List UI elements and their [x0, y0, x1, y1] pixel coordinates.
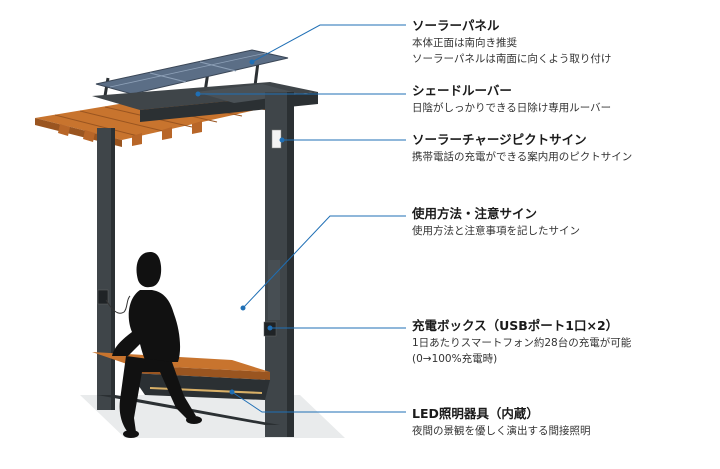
callout-title: ソーラーパネル: [412, 18, 500, 33]
bench-frame: [92, 82, 318, 437]
callout-title: シェードルーバー: [412, 83, 512, 98]
callout-title: 使用方法・注意サイン: [412, 206, 538, 221]
callout-solar-charge-pictogram: ソーラーチャージピクトサイン 携帯電話の充電ができる案内用のピクトサイン: [412, 131, 712, 165]
callout-usage-caution-sign: 使用方法・注意サイン 使用方法と注意事項を記したサイン: [412, 205, 712, 239]
phone-cable: [105, 295, 131, 314]
callout-desc: ソーラーパネルは南面に向くよう取り付け: [412, 53, 612, 65]
callout-desc: 本体正面は南向き推奨: [412, 37, 517, 49]
solar-panel: [95, 49, 289, 97]
usage-caution-sign: [268, 260, 280, 320]
callout-title: ソーラーチャージピクトサイン: [412, 132, 587, 147]
callout-desc: (0→100%充電時): [412, 353, 498, 365]
solar-charge-pictogram: [271, 129, 282, 149]
callout-title: 充電ボックス（USBポート1口×2）: [412, 318, 619, 333]
charging-box-left: [97, 289, 109, 305]
callout-desc: 使用方法と注意事項を記したサイン: [412, 225, 580, 237]
callout-led-lighting: LED照明器具（内蔵） 夜間の景観を優しく演出する間接照明: [412, 405, 712, 439]
callout-shade-louver: シェードルーバー 日陰がしっかりできる日除け専用ルーバー: [412, 82, 712, 116]
callout-desc: 携帯電話の充電ができる案内用のピクトサイン: [412, 151, 633, 163]
callout-desc: 1日あたりスマートフォン約28台の充電が可能: [412, 337, 632, 349]
leader-lines: [195, 24, 406, 413]
callout-solar-panel: ソーラーパネル 本体正面は南向き推奨 ソーラーパネルは南面に向くよう取り付け: [412, 17, 712, 67]
person-silhouette: [112, 252, 202, 438]
callout-title: LED照明器具（内蔵）: [412, 406, 539, 421]
ground-shadow: [80, 395, 345, 438]
callout-charging-box: 充電ボックス（USBポート1口×2） 1日あたりスマートフォン約28台の充電が可…: [412, 317, 712, 367]
callout-desc: 夜間の景観を優しく演出する間接照明: [412, 425, 591, 437]
callout-desc: 日陰がしっかりできる日除け専用ルーバー: [412, 102, 612, 114]
